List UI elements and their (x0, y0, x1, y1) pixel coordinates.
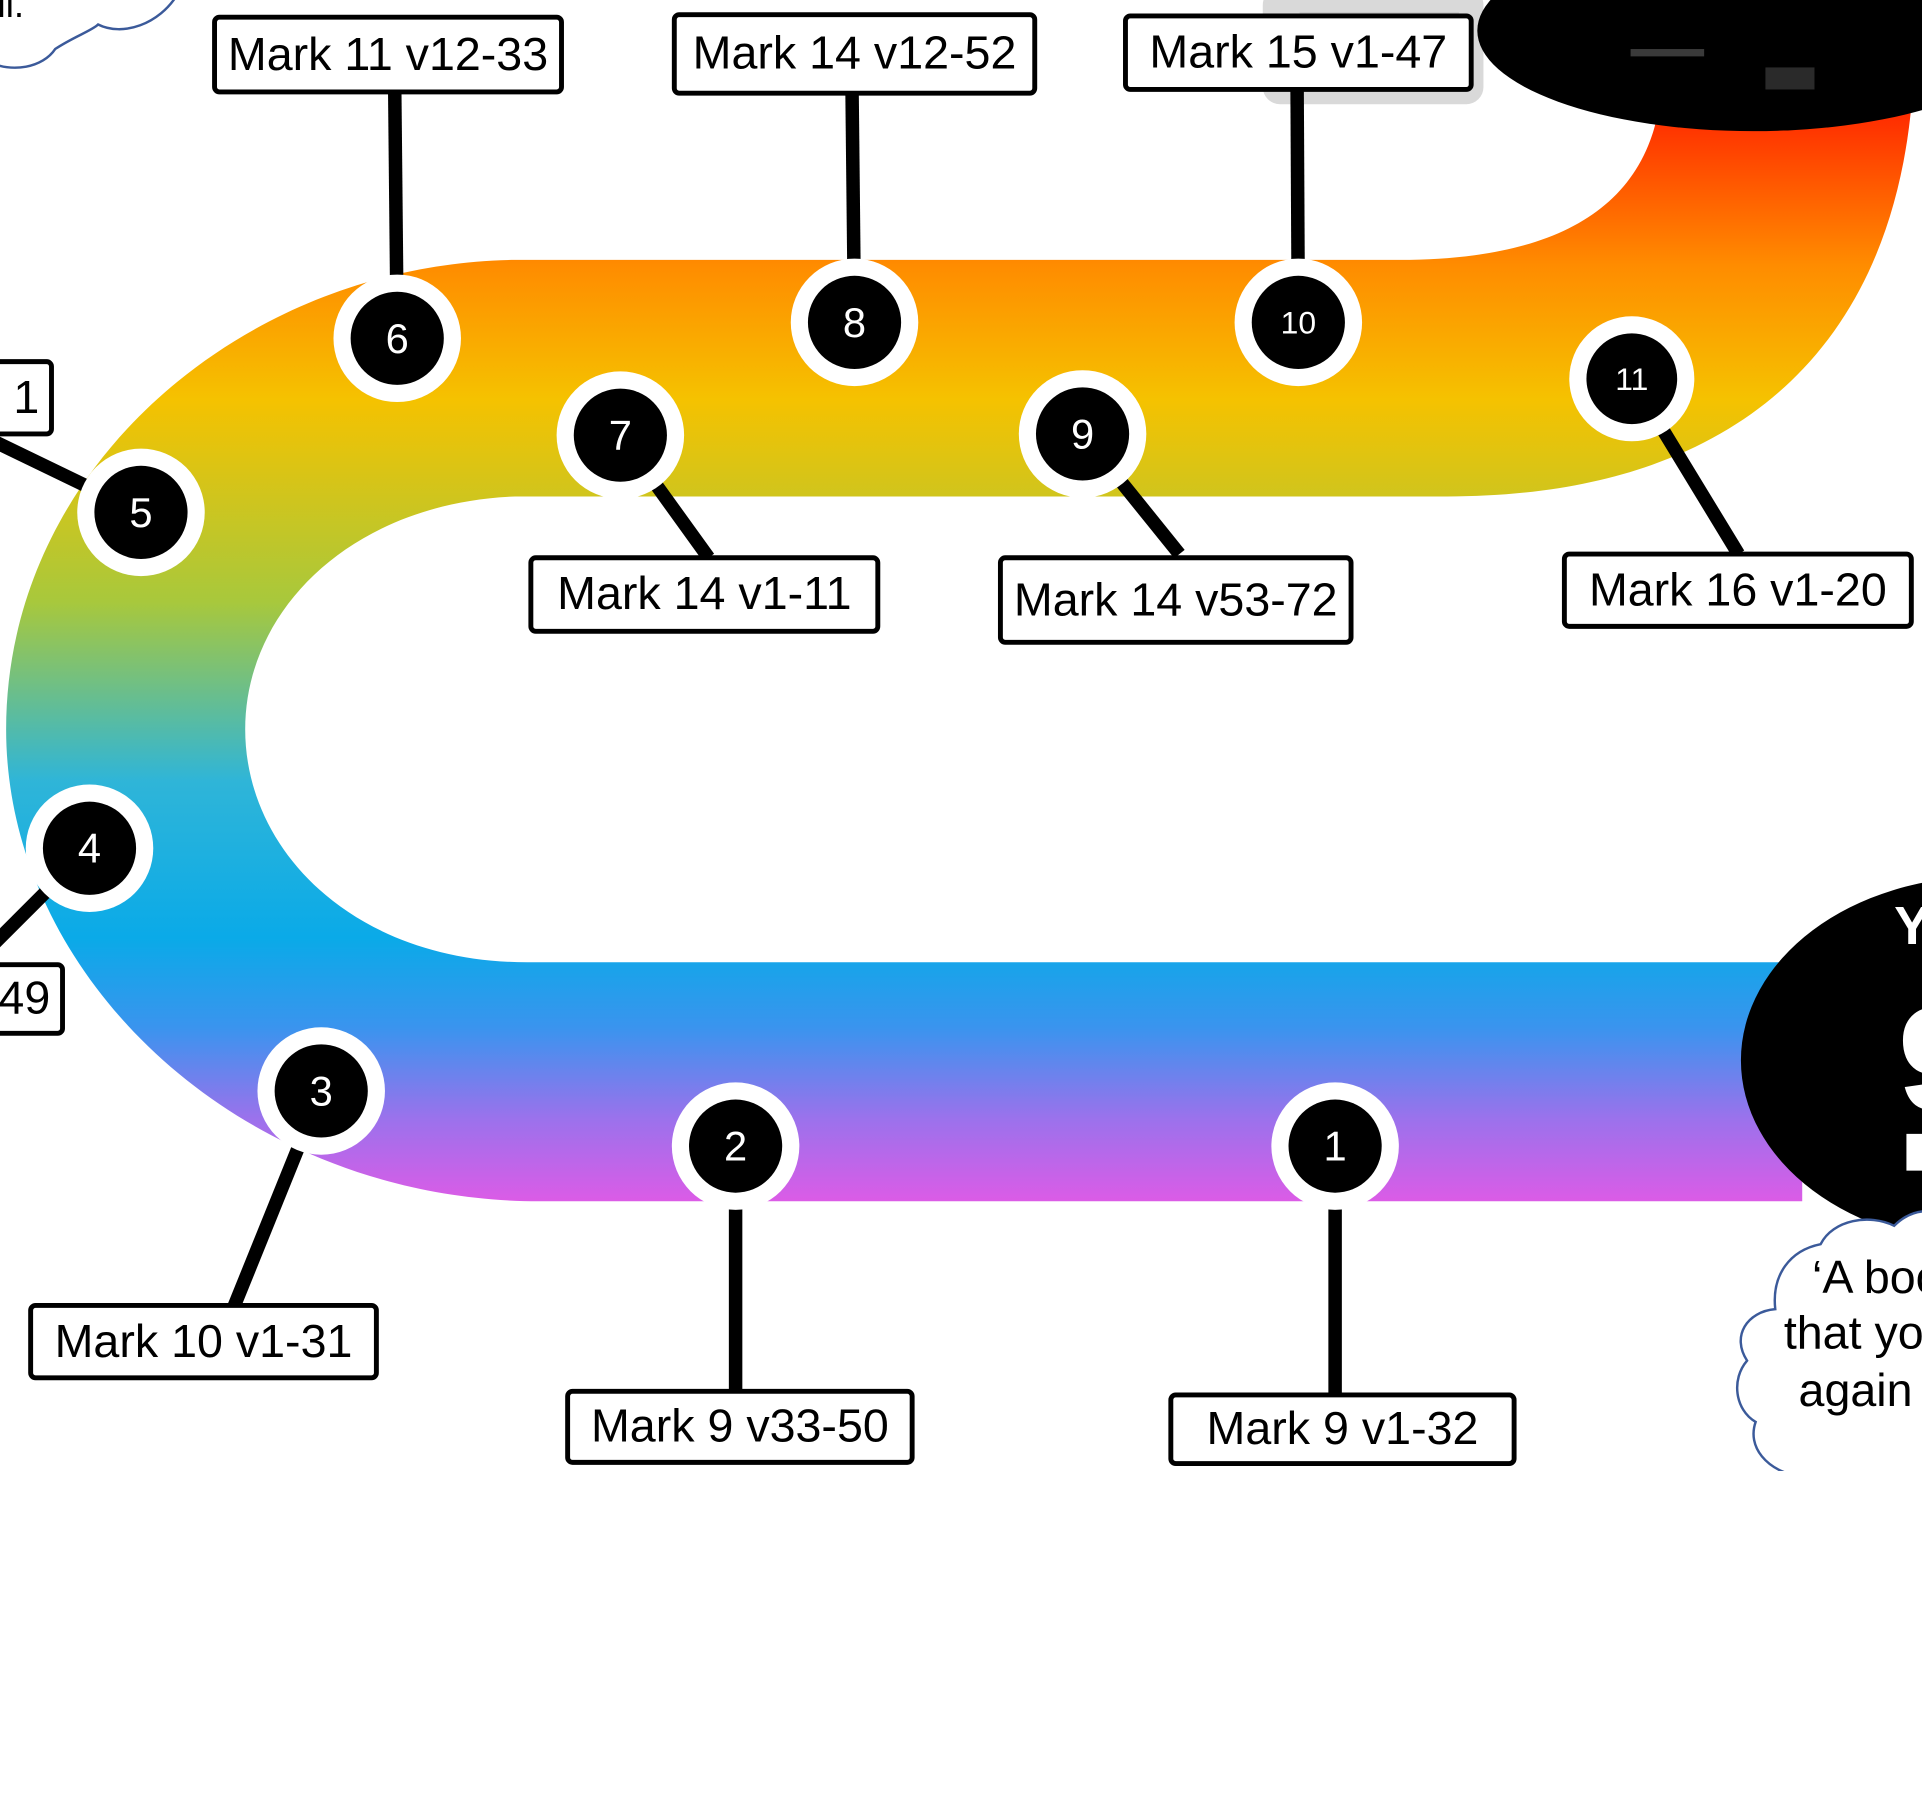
milestone-number-11: 11 (1615, 361, 1648, 397)
oval-detail-mark-2 (1765, 67, 1815, 90)
end-oval: Y 9 (1740, 882, 1922, 1238)
milestone-node-9[interactable] (1035, 387, 1130, 481)
milestone-node-11[interactable] (1586, 333, 1678, 425)
milestone-label-7[interactable]: Mark 14 v1-11 (528, 555, 881, 634)
milestone-number-3: 3 (310, 1067, 333, 1114)
milestone-number-8: 8 (843, 299, 866, 346)
milestone-node-4[interactable] (42, 801, 137, 895)
milestone-node-7[interactable] (573, 388, 667, 482)
milestone-nodes: 1 2 3 4 5 6 7 8 9 10 11 (25, 258, 1695, 1210)
rainbow-road (6, 91, 1913, 1202)
milestone-number-7: 7 (609, 412, 632, 459)
milestone-node-5[interactable] (94, 465, 188, 559)
milestone-number-10: 10 (1281, 304, 1316, 340)
end-oval-text-2: 9 (1898, 977, 1922, 1141)
milestone-number-9: 9 (1071, 410, 1094, 457)
milestone-node-3[interactable] (274, 1044, 368, 1138)
milestone-number-5: 5 (129, 489, 152, 536)
milestone-node-6[interactable] (350, 291, 444, 385)
milestone-number-6: 6 (386, 315, 409, 362)
milestone-label-5[interactable]: 1 (0, 359, 54, 437)
milestone-label-9[interactable]: Mark 14 v53-72 (997, 555, 1354, 645)
milestone-label-8[interactable]: Mark 14 v12-52 (671, 12, 1038, 96)
milestone-label-2[interactable]: Mark 9 v33-50 (565, 1388, 915, 1465)
milestone-number-2: 2 (724, 1123, 747, 1170)
top-left-cloud (0, 0, 176, 69)
milestone-number-1: 1 (1324, 1123, 1347, 1170)
milestone-node-8[interactable] (807, 275, 902, 369)
milestone-node-1[interactable] (1288, 1099, 1382, 1193)
milestone-label-1[interactable]: Mark 9 v1-32 (1168, 1392, 1517, 1467)
milestone-label-6[interactable]: Mark 11 v12-33 (212, 14, 564, 95)
end-oval-shape (1740, 882, 1922, 1238)
end-oval-text-1: Y (1894, 896, 1922, 956)
end-oval-text-fragment (1906, 1133, 1922, 1171)
milestone-label-11[interactable]: Mark 16 v1-20 (1561, 551, 1914, 629)
milestone-node-2[interactable] (689, 1099, 783, 1193)
oval-detail-mark (1630, 49, 1705, 57)
road-graphic: Y 9 ll. ‘A boo that yo again 1 2 3 4 5 6 7 8 9 10… (0, 0, 1922, 1471)
cloud-text-line-3: again (1799, 1364, 1913, 1416)
cloud-text-line-2: that yo (1784, 1306, 1922, 1358)
milestone-node-10[interactable] (1251, 275, 1345, 369)
milestone-label-10[interactable]: Mark 15 v1-47 (1123, 13, 1474, 92)
top-oval-shape (1477, 0, 1922, 132)
milestone-label-4[interactable]: 49 (0, 962, 65, 1036)
top-left-cloud-text: ll. (0, 0, 24, 25)
milestone-label-3[interactable]: Mark 10 v1-31 (28, 1303, 379, 1381)
bottom-right-cloud (1735, 1210, 1922, 1471)
cloud-text-line-1: ‘A boo (1812, 1251, 1922, 1303)
milestone-number-4: 4 (78, 825, 101, 872)
